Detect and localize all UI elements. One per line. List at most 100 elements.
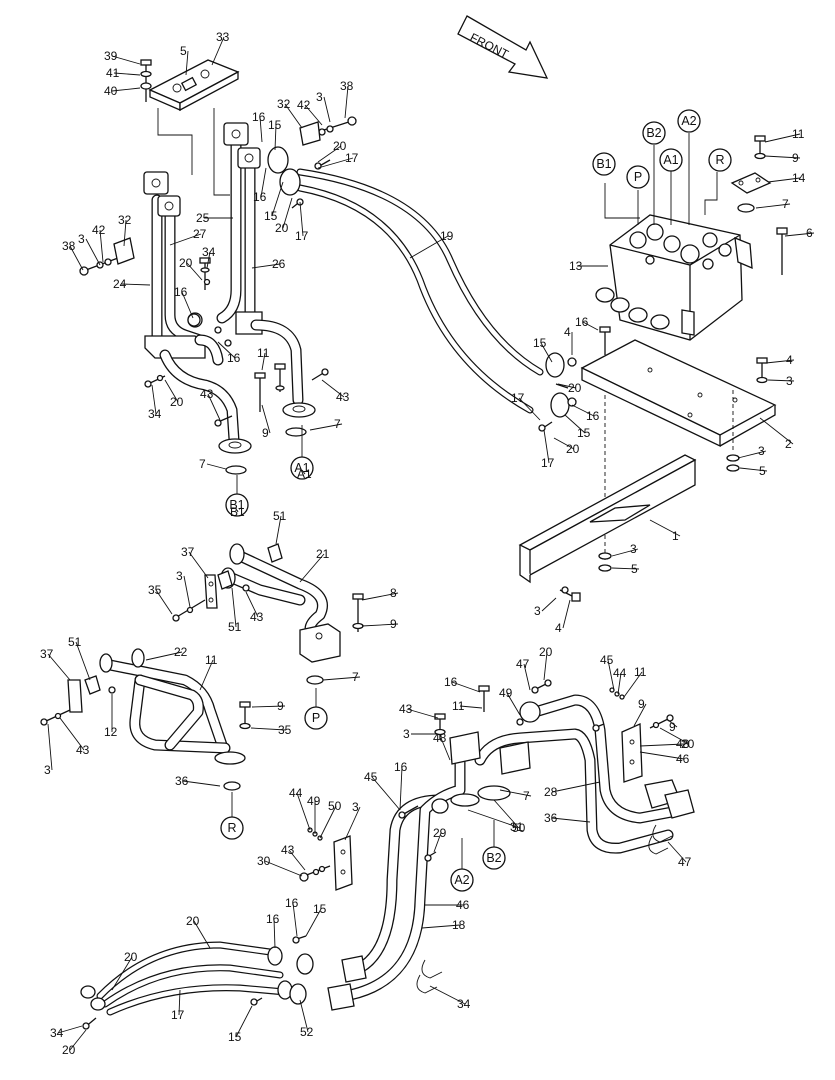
callout-number: 20 <box>681 737 695 751</box>
callout-leader <box>321 379 345 398</box>
callout-number: 20 <box>539 645 553 659</box>
callout-number: 16 <box>174 285 188 299</box>
callout-leader <box>75 641 91 681</box>
callout-leader <box>611 567 640 570</box>
callout-number: 38 <box>62 239 76 253</box>
callout-leader <box>317 157 354 169</box>
callout-number: 4 <box>786 353 793 367</box>
callout-number: 6 <box>806 226 813 240</box>
callout-leader <box>301 469 306 475</box>
callout-number: 31 <box>510 820 524 834</box>
callout-number: 17 <box>171 1008 185 1022</box>
callout-number: 47 <box>516 657 530 671</box>
callout-number: 20 <box>568 381 582 395</box>
callout-leader <box>186 262 203 281</box>
upper-bracket-assembly <box>140 59 316 454</box>
port-tag-b2-valve-label: B2 <box>646 126 661 140</box>
callout-leader <box>399 766 403 811</box>
callout-number: 20 <box>62 1043 76 1057</box>
callout-number: 43 <box>281 843 295 857</box>
callout-leader <box>543 429 550 464</box>
port-tag-b1-upper-label: B1 <box>229 498 244 512</box>
callout-leader <box>409 235 449 259</box>
callout-number: 42 <box>92 223 106 237</box>
callout-number: 16 <box>253 190 267 204</box>
callout-number: 3 <box>316 90 323 104</box>
callout-number: 20 <box>170 395 184 409</box>
callout-leader <box>299 999 309 1033</box>
port-tag-p-valve <box>626 165 650 189</box>
callout-number: 50 <box>328 799 342 813</box>
callout-leader <box>371 776 401 811</box>
port-tag-p-label: P <box>312 711 320 725</box>
callout-number: 38 <box>340 79 354 93</box>
callout-leader <box>111 956 133 991</box>
port-tags: A1 B1 P R A2 B2 B1 A1 B2 A2 P R <box>220 109 732 892</box>
callout-leader <box>169 233 202 246</box>
callout-leader <box>273 918 276 949</box>
port-tag-a1-valve-label: A1 <box>663 153 678 167</box>
callout-number: 11 <box>792 127 805 141</box>
callout-leader <box>299 553 325 583</box>
callout-leader <box>181 291 194 319</box>
callout-leader <box>459 705 483 709</box>
callout-number: 20 <box>179 256 193 270</box>
callout-number: 51 <box>68 635 82 649</box>
callout-leader <box>193 920 211 949</box>
port-tag-a1-upper-label: A1 <box>294 461 309 475</box>
callout-leader <box>85 238 101 266</box>
callout-number: 28 <box>544 785 558 799</box>
callout-leader <box>523 663 531 691</box>
callout-leader <box>617 672 622 695</box>
callout-number: 21 <box>316 547 330 561</box>
callout-number: 43 <box>336 390 350 404</box>
callout-leader <box>211 36 225 66</box>
callout-number: 18 <box>452 918 466 932</box>
upper-left-hardware <box>79 116 357 475</box>
callout-leader <box>250 727 287 731</box>
port-tag-a2-lower-label: A2 <box>454 873 469 887</box>
callout-number: 44 <box>289 786 303 800</box>
callout-number: 34 <box>202 245 216 259</box>
callout-number: 33 <box>216 30 230 44</box>
callout-number: 4 <box>555 621 562 635</box>
port-tag-a2-valve-label: A2 <box>681 114 696 128</box>
callout-leader <box>264 860 303 877</box>
callout-number: 7 <box>199 457 206 471</box>
callout-number: 15 <box>533 336 547 350</box>
callout-number: 26 <box>272 257 286 271</box>
callout-leader <box>667 719 678 728</box>
callout-number: 17 <box>345 151 359 165</box>
callout-leader <box>47 723 53 771</box>
callout-number: 14 <box>792 171 806 185</box>
callout-leader <box>47 653 71 681</box>
control-valve-13 <box>595 133 788 341</box>
callout-leader <box>151 384 157 415</box>
callout-number: 35 <box>278 723 292 737</box>
callout-leader <box>541 597 557 612</box>
callout-leader <box>207 393 221 421</box>
callout-number: 15 <box>313 902 327 916</box>
callout-leader <box>633 703 647 727</box>
callout-leader <box>406 708 439 719</box>
callout-number: 37 <box>181 545 195 559</box>
port-tag-r-label: R <box>227 821 236 835</box>
callout-number: 20 <box>275 221 289 235</box>
callout-leader <box>361 592 399 601</box>
front-arrow: FRONT <box>457 15 549 79</box>
callout-number: 9 <box>669 720 676 734</box>
port-tag-r-valve <box>708 148 732 172</box>
callout-leader <box>518 397 541 421</box>
callout-number: 5 <box>631 562 638 576</box>
callout-leader <box>767 177 801 183</box>
callout-number: 32 <box>118 213 132 227</box>
callout-leader <box>551 781 601 793</box>
callout-number: 17 <box>541 456 555 470</box>
callout-leader <box>251 263 281 269</box>
callout-number: 27 <box>193 227 207 241</box>
callout-number: 3 <box>44 763 51 777</box>
callout-leader <box>540 342 553 363</box>
callout-leader <box>571 404 595 417</box>
callout-number: 32 <box>277 97 291 111</box>
